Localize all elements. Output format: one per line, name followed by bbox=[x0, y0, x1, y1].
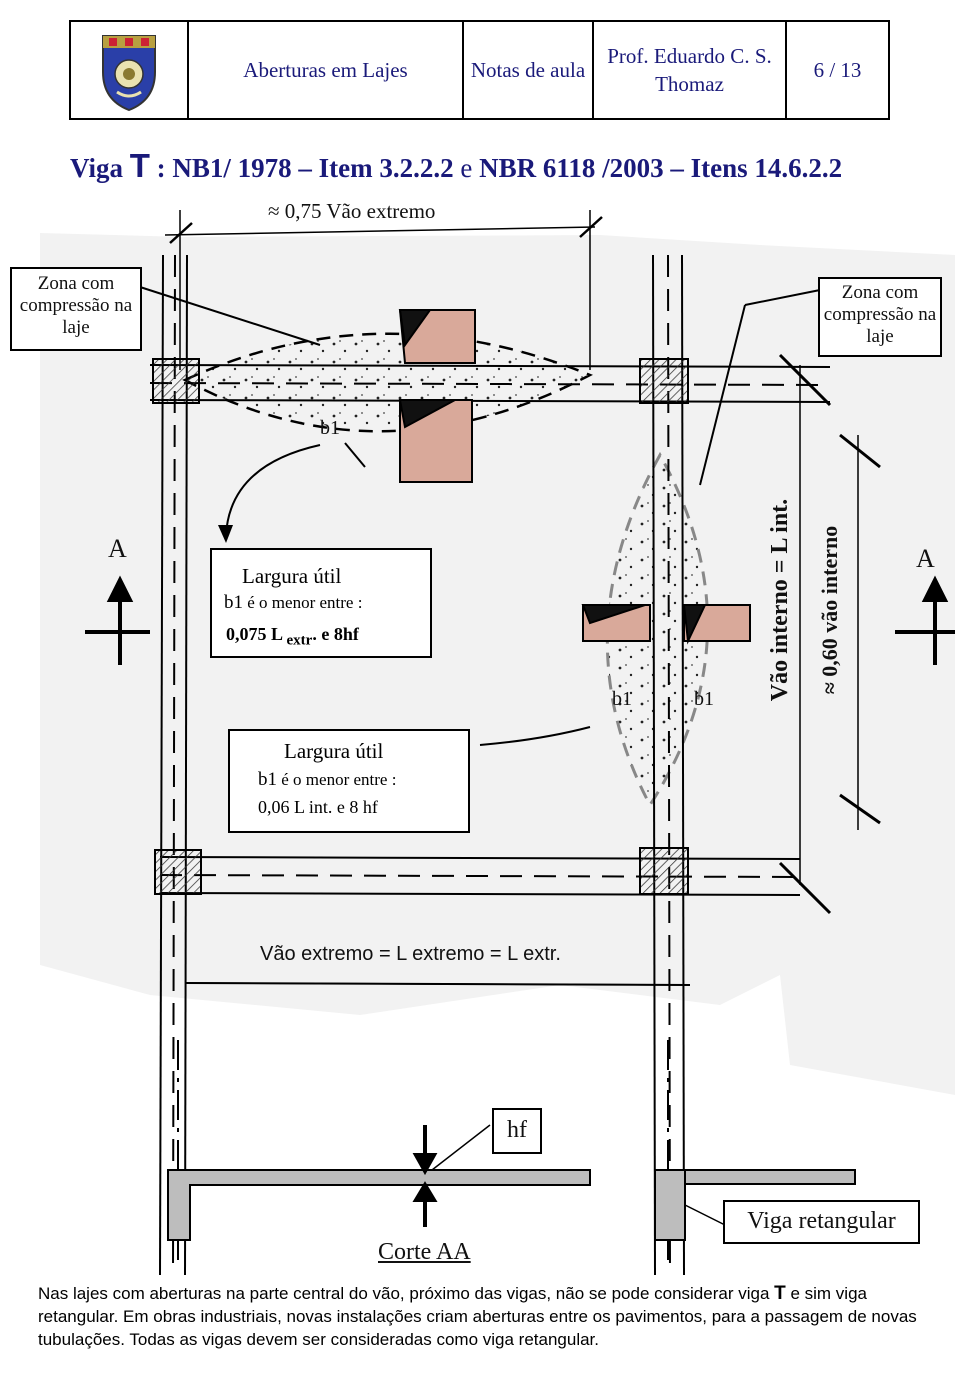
notes-label: Notas de aula bbox=[464, 22, 594, 118]
internal-span-label: Vão interno = L int. bbox=[767, 498, 793, 702]
heading-middle: : NB1/ 1978 – Item 3.2.2.2 bbox=[149, 153, 461, 183]
ime-crest-logo bbox=[102, 35, 156, 112]
viga-retangular-box bbox=[723, 1200, 920, 1244]
document-title: Aberturas em Lajes bbox=[189, 22, 464, 118]
box1-title: Largura útil bbox=[242, 564, 342, 588]
compression-zone-top bbox=[182, 332, 593, 433]
section-arrow-left bbox=[85, 575, 150, 665]
slab-plan-drawing: ≈ 0,75 Vão extremo Zona com compressão n… bbox=[0, 195, 960, 1275]
extreme-span-label: Vão extremo = L extremo = L extr. bbox=[260, 943, 561, 965]
box1-line2-text: é o menor entre : bbox=[243, 593, 363, 612]
slab-section-left bbox=[167, 1169, 591, 1241]
section-a-right: A bbox=[916, 544, 935, 573]
vertical-beams bbox=[159, 254, 685, 1275]
b1-mid-left-label: b1 bbox=[612, 688, 632, 710]
column-top-left bbox=[152, 358, 200, 404]
box1-b1: b1 bbox=[224, 592, 243, 613]
zone-right-box bbox=[818, 277, 942, 357]
box2-b1: b1 bbox=[258, 769, 277, 790]
box1-line2: b1 é o menor entre : bbox=[224, 592, 362, 614]
box1-line3: 0,075 L extr. e 8hf bbox=[226, 624, 359, 650]
section-arrow-right bbox=[895, 575, 955, 665]
section-heading: Viga T : NB1/ 1978 – Item 3.2.2.2 e NBR … bbox=[70, 147, 842, 185]
heading-t-symbol: T bbox=[129, 147, 150, 184]
box2-line3: 0,06 L int. e 8 hf bbox=[258, 797, 378, 817]
caption-part2: e sim viga retangular. Em obras industri… bbox=[38, 1284, 917, 1349]
heading-suffix: NBR 6118 /2003 – Itens 14.6.2.2 bbox=[472, 153, 843, 183]
section-aa bbox=[167, 1040, 856, 1260]
hf-box bbox=[492, 1108, 542, 1154]
header-table: Aberturas em Lajes Notas de aula Prof. E… bbox=[69, 20, 890, 120]
column-top-right bbox=[639, 358, 689, 404]
box1-line3-end: . e 8hf bbox=[312, 624, 359, 644]
openings-top bbox=[398, 309, 476, 483]
page-number: 6 / 13 bbox=[813, 58, 862, 82]
viga-retangular-label: Viga retangular bbox=[747, 1208, 896, 1234]
zone-left-box bbox=[10, 267, 142, 351]
effective-width-box-internal: Largura útil b1 é o menor entre : 0,06 L… bbox=[228, 729, 470, 833]
author-name: Prof. Eduardo C. S. Thomaz bbox=[594, 22, 787, 118]
openings-right bbox=[581, 604, 751, 645]
corte-aa-label: Corte AA bbox=[378, 1239, 471, 1265]
zone-left-label: Zona com compressão na laje bbox=[19, 273, 133, 338]
box2-title: Largura útil bbox=[284, 739, 384, 763]
column-bottom-right bbox=[639, 847, 689, 895]
box2-line2: b1 é o menor entre : bbox=[258, 769, 396, 791]
heading-prefix: Viga bbox=[70, 153, 130, 183]
internal-span-060-label: ≈ 0,60 vão interno bbox=[817, 525, 842, 695]
heading-conj: e bbox=[460, 153, 473, 183]
b1-mid-right-label: b1 bbox=[694, 688, 714, 710]
column-bottom-left bbox=[154, 849, 202, 895]
span-075-label: ≈ 0,75 Vão extremo bbox=[268, 199, 436, 223]
zone-right-label: Zona com compressão na laje bbox=[823, 282, 937, 347]
caption-part1: Nas lajes com aberturas na parte central… bbox=[38, 1284, 775, 1303]
plan-svg bbox=[40, 210, 955, 1275]
box2-line2-text: é o menor entre : bbox=[277, 770, 397, 789]
hf-label: hf bbox=[507, 1117, 527, 1143]
box1-line3-text: 0,075 L bbox=[226, 624, 287, 644]
beam-section bbox=[654, 1169, 686, 1241]
b1-top-label: b1 bbox=[320, 417, 340, 439]
caption-t: T bbox=[774, 1283, 786, 1304]
effective-width-box-extreme: Largura útil b1 é o menor entre : 0,075 … bbox=[210, 548, 432, 658]
section-a-left: A bbox=[108, 534, 127, 563]
box1-line3-sub: extr bbox=[286, 632, 313, 649]
paper-background bbox=[40, 233, 955, 1095]
logo-cell bbox=[71, 22, 189, 118]
caption-text: Nas lajes com aberturas na parte central… bbox=[38, 1282, 928, 1351]
